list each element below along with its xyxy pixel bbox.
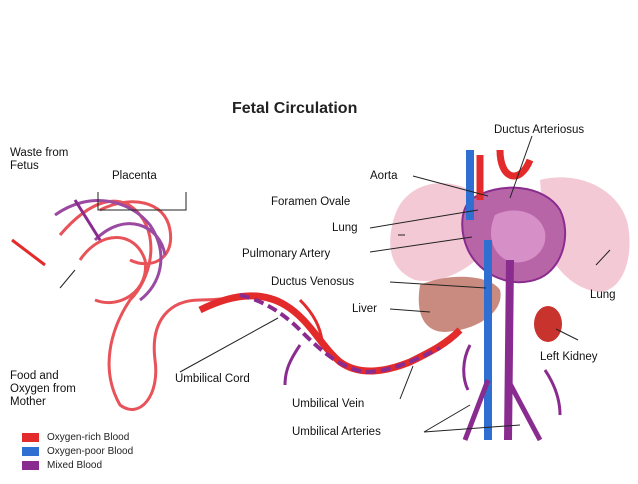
label-food-line2: Oxygen from xyxy=(10,383,76,395)
label-left-kidney: Left Kidney xyxy=(540,351,598,363)
label-aorta: Aorta xyxy=(370,170,398,182)
liver-shape xyxy=(418,276,501,332)
right-lung-shape xyxy=(540,177,630,292)
arrow-cord-red xyxy=(298,298,324,341)
legend-item: Oxygen-rich Blood xyxy=(22,430,133,444)
arrow-to-placenta xyxy=(11,238,46,267)
left-lung-shape xyxy=(390,183,485,281)
label-waste-line2: Fetus xyxy=(10,160,39,172)
label-umbilical-vein: Umbilical Vein xyxy=(292,398,365,410)
label-liver: Liver xyxy=(352,303,377,315)
placenta-network-veins xyxy=(54,199,167,302)
legend-swatch-oxygen-rich xyxy=(22,432,39,442)
legend-swatch-mixed xyxy=(22,460,39,470)
label-umbilical-arteries: Umbilical Arteries xyxy=(292,426,381,438)
label-food-line3: Mother xyxy=(10,396,46,408)
legend-item: Oxygen-poor Blood xyxy=(22,444,133,458)
legend-label: Mixed Blood xyxy=(47,459,103,471)
label-waste: Waste from Fetus xyxy=(10,147,68,173)
label-ductus-venosus: Ductus Venosus xyxy=(271,276,355,288)
label-food: Food and Oxygen from Mother xyxy=(10,370,76,409)
label-placenta: Placenta xyxy=(112,170,157,182)
aorta-vessel xyxy=(476,149,534,200)
label-foramen-ovale: Foramen Ovale xyxy=(271,196,351,208)
label-food-line1: Food and xyxy=(10,370,59,382)
label-waste-line1: Waste from xyxy=(10,147,69,159)
diagram-title: Fetal Circulation xyxy=(232,100,358,117)
heart-chamber xyxy=(491,210,546,263)
legend-label: Oxygen-rich Blood xyxy=(47,431,130,443)
umbilical-cord xyxy=(198,292,463,375)
leader-lines xyxy=(59,135,611,433)
label-pulmonary-artery: Pulmonary Artery xyxy=(242,248,331,260)
arrow-legs xyxy=(543,369,562,416)
legend-label: Oxygen-poor Blood xyxy=(47,445,134,457)
kidney-shape xyxy=(534,306,562,342)
iliac-vessels xyxy=(462,378,543,442)
label-lung-left: Lung xyxy=(332,222,358,234)
label-ductus-arteriosus: Ductus Arteriosus xyxy=(494,124,585,136)
label-umbilical-cord: Umbilical Cord xyxy=(175,373,250,385)
umbilical-cord-twist xyxy=(239,293,441,375)
arrow-left-lower xyxy=(462,344,472,391)
arrow-cord-up xyxy=(283,344,302,386)
arrow-waste xyxy=(73,199,102,241)
legend: Oxygen-rich Blood Oxygen-poor Blood Mixe… xyxy=(22,430,133,472)
descending-aorta-vessel xyxy=(504,259,514,441)
legend-swatch-oxygen-poor xyxy=(22,446,39,456)
label-lung-right: Lung xyxy=(590,289,616,301)
vena-cava-vessel xyxy=(466,150,492,440)
legend-item: Mixed Blood xyxy=(22,458,133,472)
